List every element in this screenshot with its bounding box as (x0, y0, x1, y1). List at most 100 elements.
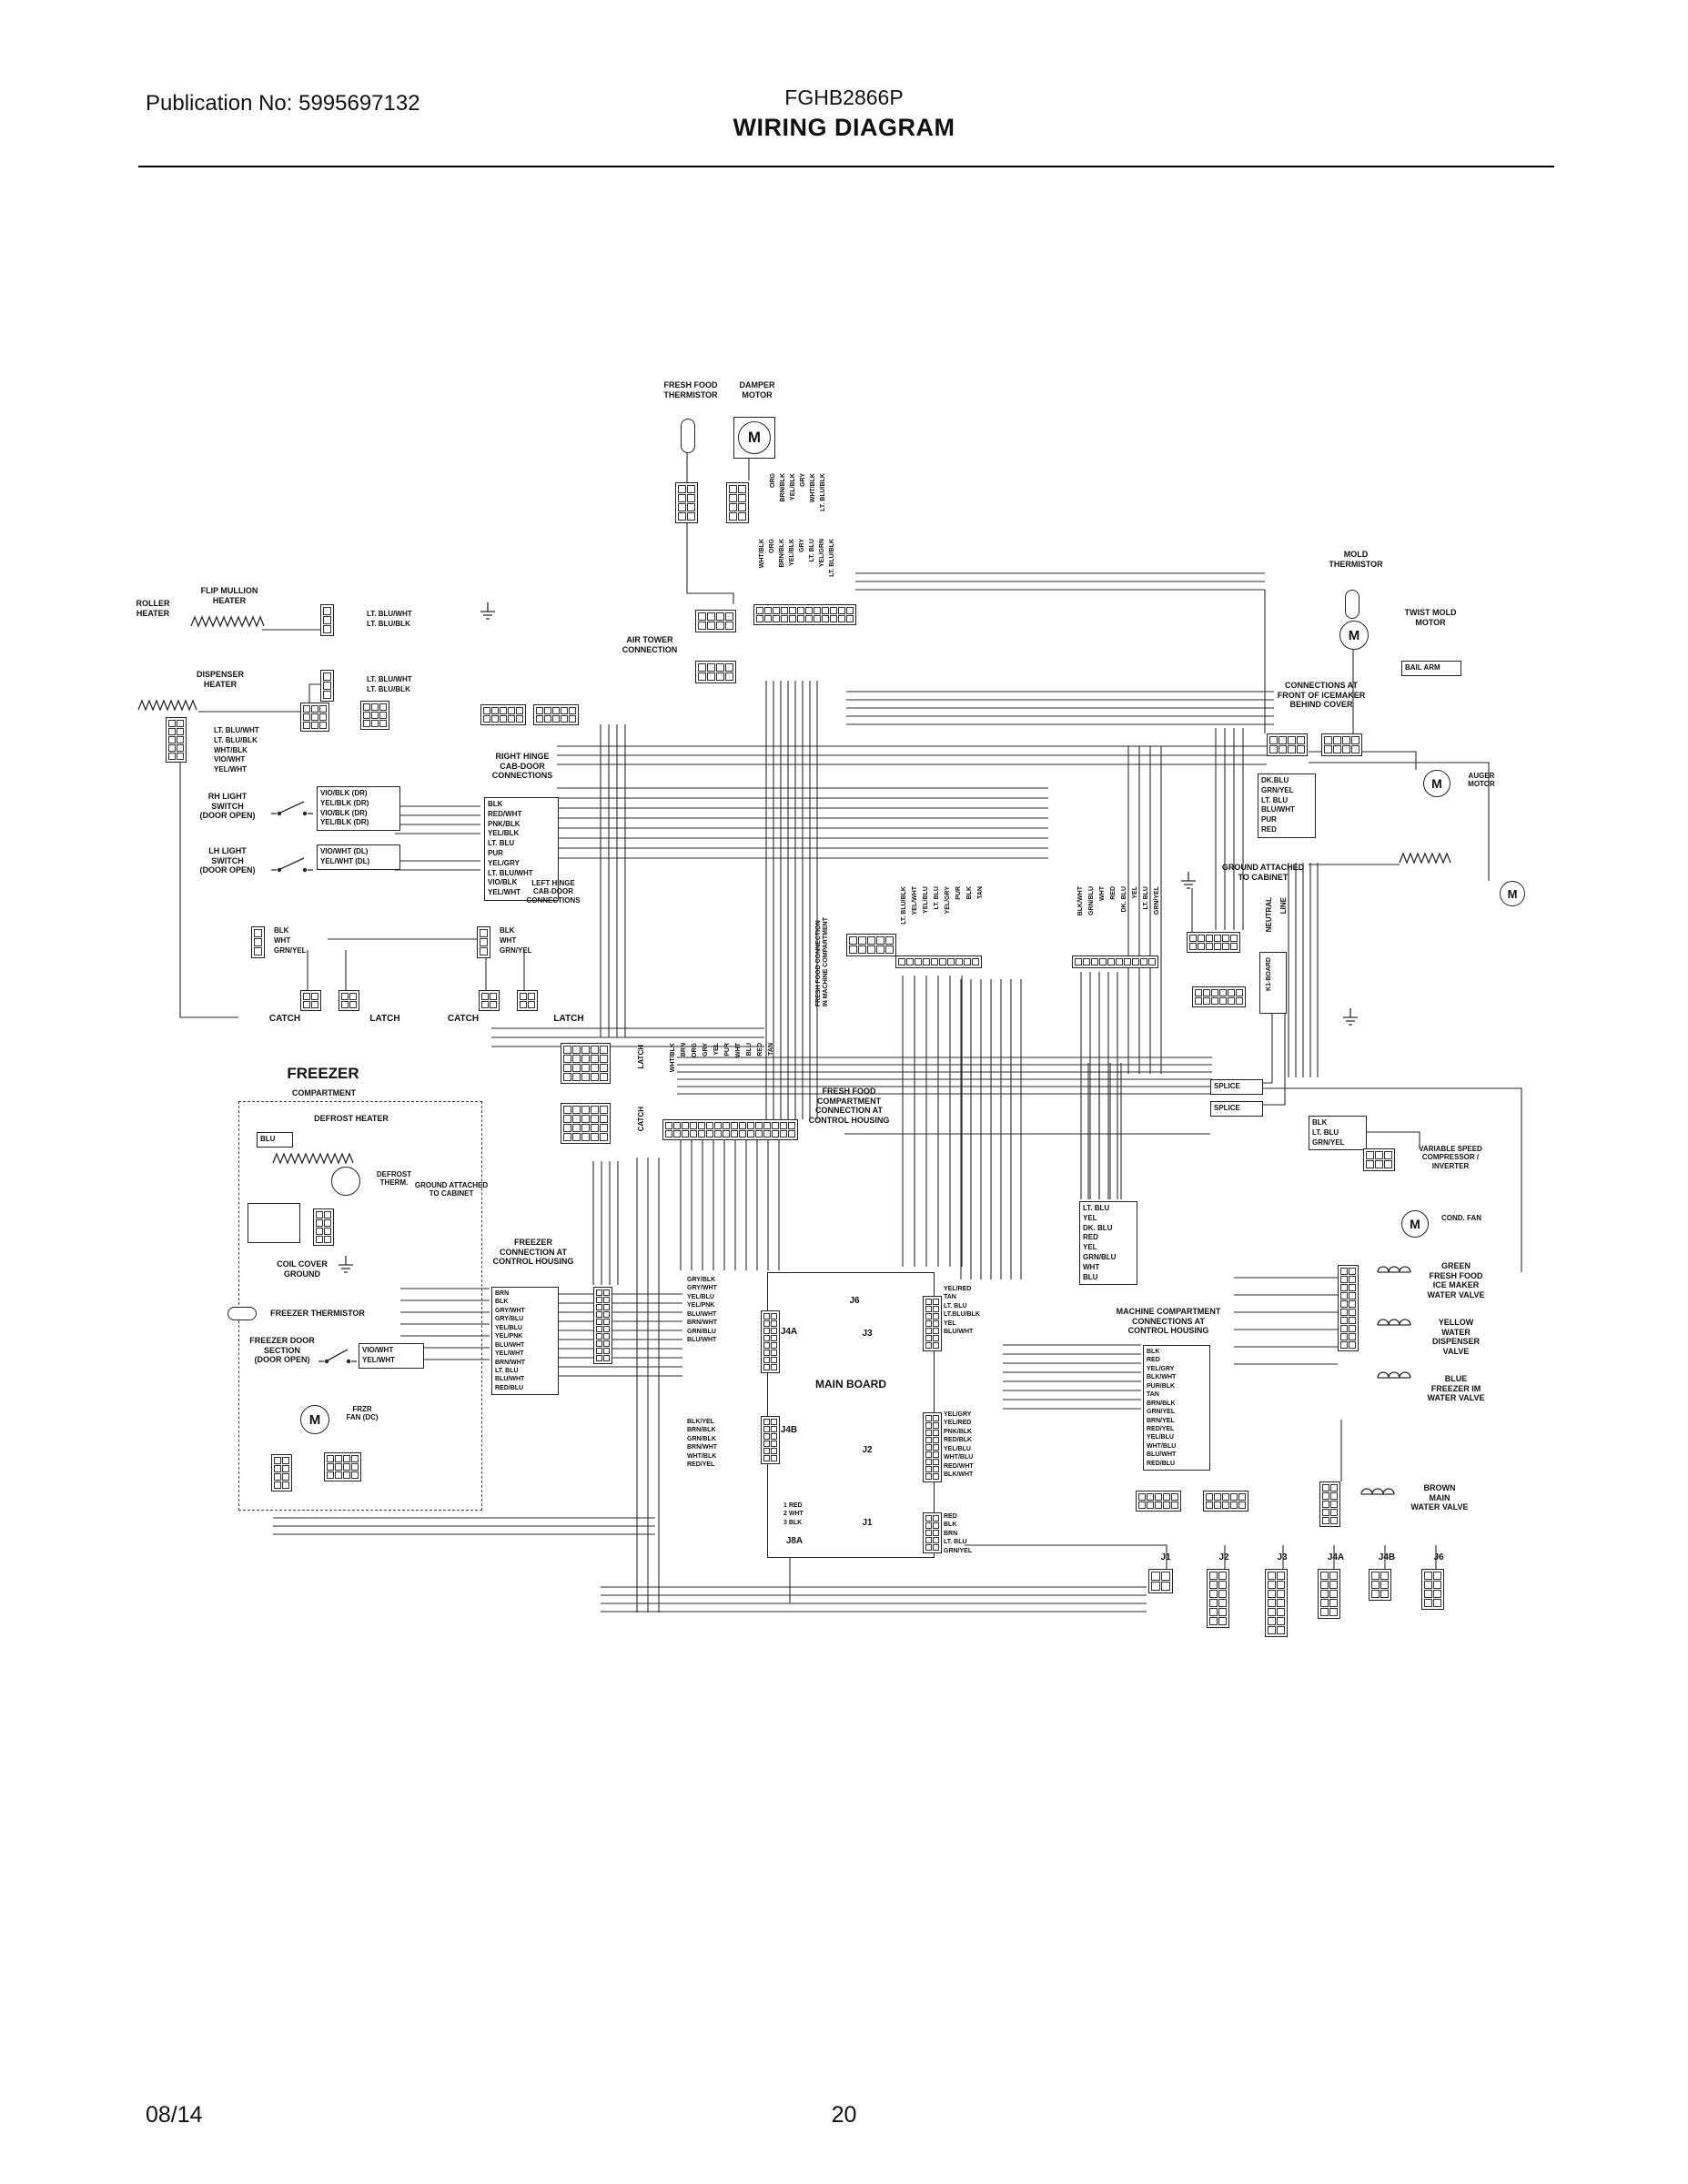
lh-switch-wire-list: VIO/WHT (DL)YEL/WHT (DL) (317, 844, 400, 870)
ff-door-wire-labels: YEL (713, 1043, 720, 1056)
latch-connector-2 (517, 990, 538, 1011)
damper-motor-symbol: M (738, 421, 771, 454)
wire (637, 1556, 791, 1604)
line-ground (1343, 1008, 1358, 1026)
neutral-label: NEUTRAL (1265, 897, 1273, 933)
icemaker-connector-b (1321, 733, 1362, 756)
icemaker-connector-a (1267, 733, 1308, 756)
machine-connector-b (1192, 986, 1246, 1007)
ff-icemaker-valve-coil (1377, 1266, 1411, 1273)
left-harness-connector (166, 717, 187, 763)
hinge-connector-b (360, 701, 389, 730)
ff-strip-wire-labels-b: GRN/BLU (1088, 886, 1095, 915)
air-tower-connection-label: AIR TOWER CONNECTION (622, 635, 678, 654)
freezer-connector-a (271, 1454, 292, 1491)
catch-connector-2 (479, 990, 500, 1011)
legend-j6-connector (1421, 1569, 1444, 1610)
mullion-connector (320, 604, 334, 636)
wire (1309, 762, 1490, 881)
freezer-door-switch-contact (324, 1359, 329, 1364)
right-hinge-label: RIGHT HINGE CAB-DOOR CONNECTIONS (491, 752, 553, 781)
machine-connector-a (1187, 932, 1240, 953)
freezer-door-switch-label: FREEZER DOOR SECTION (DOOR OPEN) (249, 1336, 315, 1365)
dispenser-motor-label: AUGER MOTOR (1468, 772, 1495, 789)
fill-tube-heater (1399, 852, 1451, 864)
catch-connector-1 (300, 990, 321, 1011)
damper-connector-b (726, 482, 749, 523)
freezer-door-switch-contact (346, 1359, 351, 1364)
model-number: FGHB2866P (784, 86, 904, 109)
rh-light-switch-contact (302, 811, 308, 816)
door-connector-grid-a (561, 1043, 611, 1084)
freezer-connection-label: FREEZER CONNECTION AT CONTROL HOUSING (492, 1238, 574, 1267)
ff-strip-wire-labels-b: BLK/WHT (1077, 886, 1084, 916)
catch-label-1: CATCH (268, 1014, 301, 1024)
fresh-food-thermistor-label: FRESH FOOD THERMISTOR (663, 380, 718, 399)
harness-wire-labels: ORG (769, 539, 775, 553)
bail-arm-label: BAIL ARM (1401, 661, 1461, 676)
freezer-connector-b (324, 1452, 361, 1481)
ff-strip-wire-labels-b: LT. BLU (1143, 886, 1149, 910)
dispenser-heater-label: DISPENSER HEATER (196, 670, 244, 689)
damper-wire-labels: BRN/BLK (780, 473, 786, 502)
ff-strip-wire-labels-a: BLK (966, 886, 973, 900)
harness-wire-labels: GRY (799, 539, 805, 552)
defrost-blu-label: BLU (257, 1132, 293, 1148)
freezer-subtitle: COMPARTMENT (291, 1088, 357, 1097)
coil-cover-ground (339, 1256, 353, 1273)
legend-j1-label: J1 (1160, 1552, 1171, 1562)
freezer-title: FREEZER (287, 1065, 359, 1082)
ff-strip-wire-labels-b: DK. BLU (1121, 886, 1127, 913)
ff-strip-wire-labels-a: LT. BLU (934, 886, 940, 910)
mold-motor-label: TWIST MOLD MOTOR (1404, 608, 1457, 627)
ff-door-connector (662, 1119, 798, 1140)
j1-label: J1 (862, 1518, 873, 1528)
hinge-connector-a (300, 703, 329, 732)
cabinet-ground (1181, 872, 1196, 889)
rh-light-switch-contact (277, 811, 282, 816)
footer-date: 08/14 (146, 2102, 203, 2128)
flip-mullion-heater (190, 615, 265, 628)
latch-vertical-label: LATCH (637, 1045, 645, 1069)
page-title: WIRING DIAGRAM (733, 114, 955, 141)
latch-label-1: LATCH (369, 1014, 400, 1024)
ff-strip-connector-b (1072, 956, 1158, 968)
legend-j4b-connector (1369, 1569, 1391, 1601)
mold-thermistor-label: MOLD THERMISTOR (1329, 550, 1383, 569)
harness-wire-labels: LT. BLU/BLK (829, 539, 835, 577)
freezer-thermistor-label: FREEZER THERMISTOR (270, 1309, 365, 1318)
ff-door-wire-labels: WHT/BLK (670, 1043, 676, 1073)
ff-connection-label: FRESH FOOD COMPARTMENT CONNECTION AT CON… (808, 1087, 890, 1125)
harness-wire-labels: WHT/BLK (759, 539, 765, 569)
freezer-thermistor (227, 1307, 257, 1320)
wire (965, 1544, 1167, 1569)
ff-door-wire-labels: RED (757, 1043, 763, 1057)
freezer-housing-connector (593, 1287, 612, 1364)
right-hinge-connector-b (533, 704, 579, 725)
wire (686, 453, 734, 604)
defrost-heater-label: DEFROST HEATER (314, 1114, 389, 1123)
main-valve-connector (1319, 1481, 1340, 1527)
ff-icemaker-valve-label: GREEN FRESH FOOD ICE MAKER WATER VALVE (1427, 1261, 1485, 1299)
fresh-food-thermistor (681, 419, 695, 453)
damper-wire-labels: LT. BLU/BLK (820, 473, 826, 511)
ff-lamp-connector-a (251, 926, 265, 958)
j3-label: J3 (862, 1329, 873, 1339)
lh-light-switch-contact (302, 867, 308, 873)
ff-strip-wire-labels-b: RED (1110, 886, 1117, 900)
inverter-connector (1363, 1148, 1395, 1171)
catch-label-2: CATCH (447, 1014, 480, 1024)
main-valve-coil (1360, 1488, 1395, 1495)
j4b-label: J4B (780, 1425, 798, 1435)
splice-1: SPLICE (1210, 1079, 1263, 1095)
